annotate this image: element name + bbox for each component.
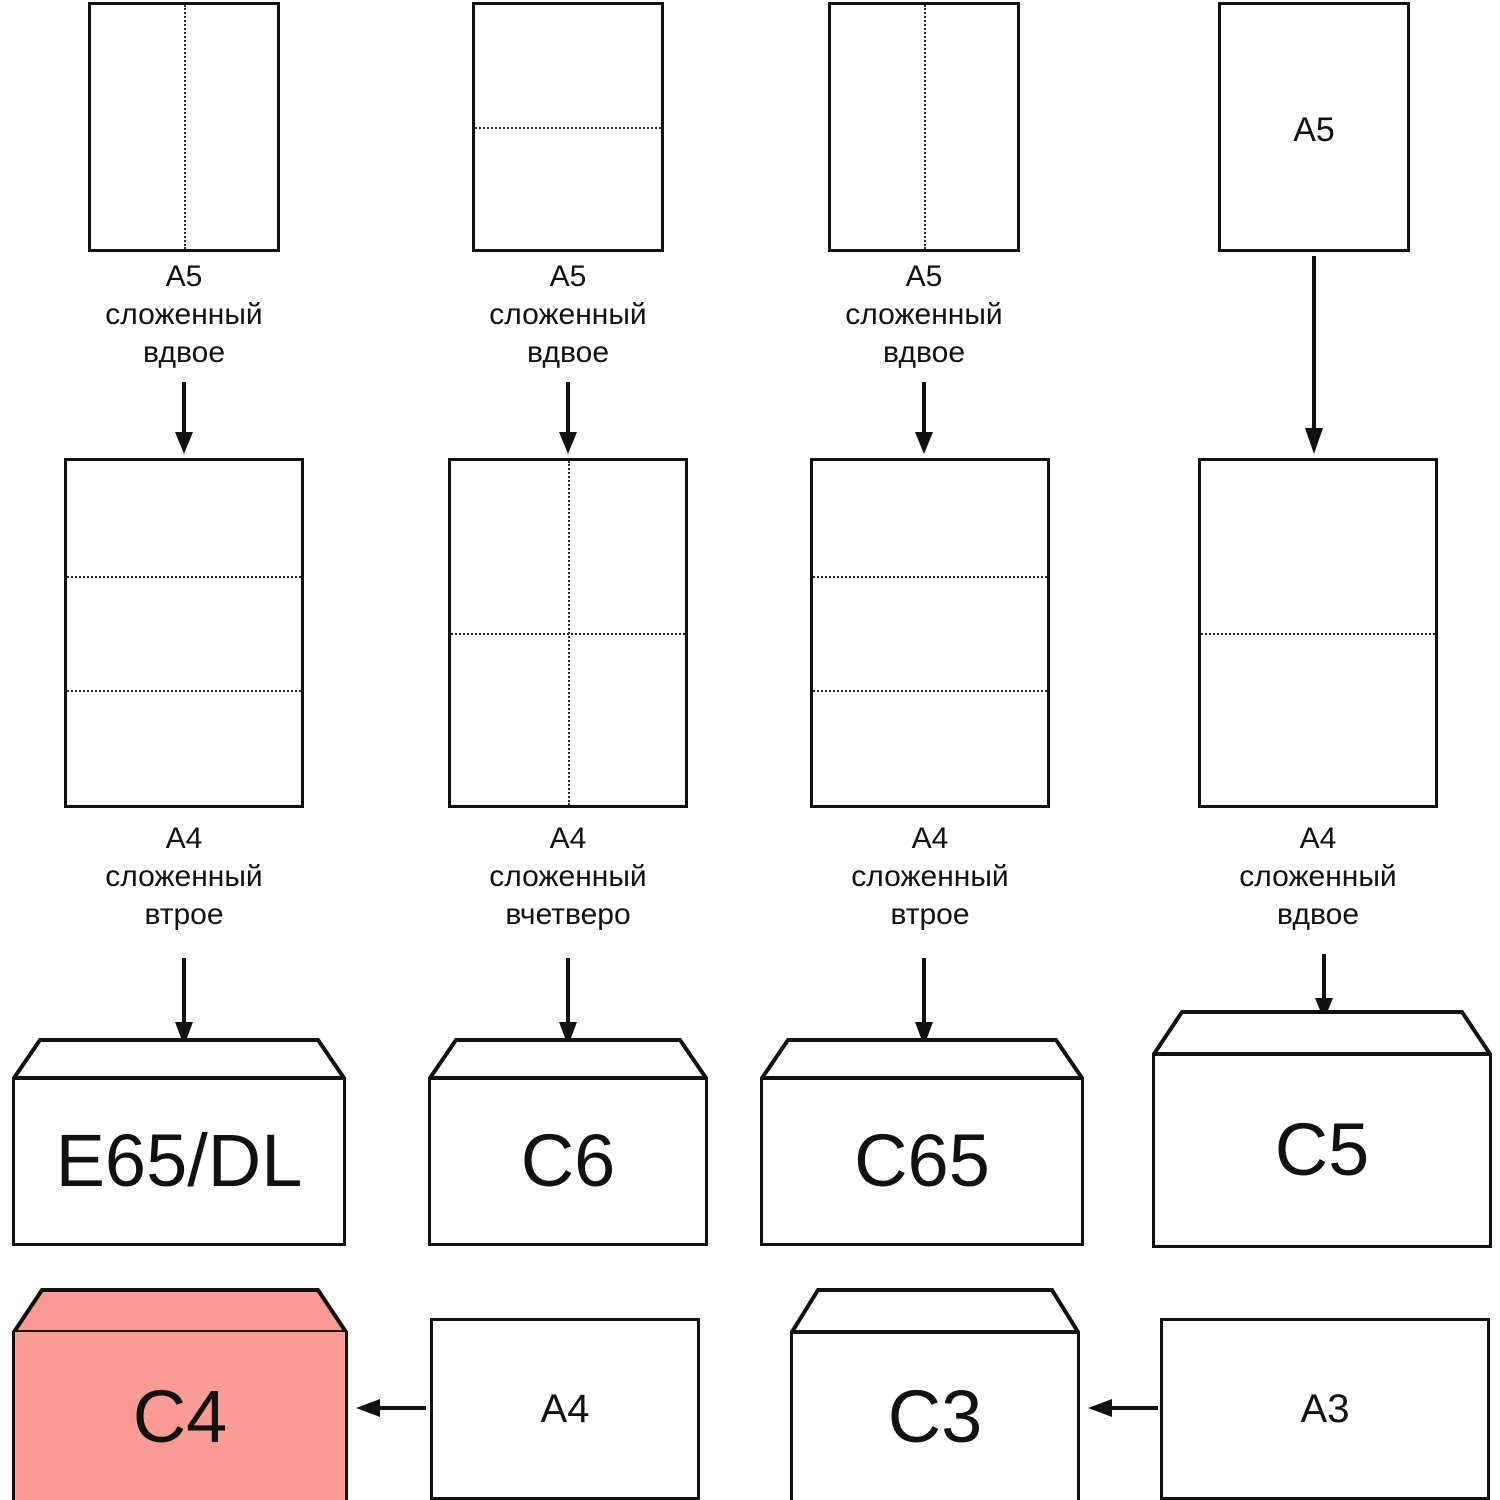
envelope-body: E65/DL: [12, 1078, 346, 1246]
sheet-a4-col2: [448, 458, 688, 808]
envelope-flap: [428, 1038, 708, 1080]
envelope-flap: [1152, 1010, 1492, 1056]
envelope-body: C5: [1152, 1054, 1492, 1248]
sheet-a5-col4: A5: [1218, 2, 1410, 252]
envelope-flap: [12, 1288, 348, 1334]
arrow-down-icon: [1301, 256, 1327, 454]
caption-a4-col3: A4 сложенный втрое: [851, 822, 1009, 932]
envelope-c6: C6: [428, 1038, 708, 1246]
envelope-c3: C3: [790, 1288, 1080, 1500]
arrow-down-icon: [911, 958, 937, 1046]
arrow-left-icon: [356, 1395, 426, 1421]
envelope-flap: [790, 1288, 1080, 1334]
sheet-a4-col4: [1198, 458, 1438, 808]
envelope-body: C4: [12, 1332, 348, 1500]
envelope-flap: [760, 1038, 1084, 1080]
caption-a4-col4: A4 сложенный вдвое: [1239, 822, 1397, 932]
caption-a4-col1: A4 сложенный втрое: [105, 822, 263, 932]
envelope-body: C65: [760, 1078, 1084, 1246]
sheet-label-a3: A3: [1300, 1386, 1350, 1431]
arrow-down-icon: [555, 382, 581, 454]
caption-a4-col2: A4 сложенный вчетверо: [489, 822, 647, 932]
sheet-a4-col1: [64, 458, 304, 808]
fold-line-horizontal: [813, 575, 1047, 578]
sheet-a5-col2: [472, 2, 664, 252]
fold-line-horizontal: [475, 127, 661, 129]
arrow-down-icon: [555, 958, 581, 1046]
arrow-left-icon: [1088, 1395, 1158, 1421]
fold-line-horizontal: [1201, 633, 1435, 635]
arrow-down-icon: [171, 958, 197, 1046]
sheet-a5-col1: [88, 2, 280, 252]
caption-a5-col2: A5 сложенный вдвое: [489, 260, 647, 370]
sheet-a4-col3: [810, 458, 1050, 808]
envelope-label: C65: [854, 1118, 990, 1202]
envelope-c5: C5: [1152, 1010, 1492, 1248]
envelope-body: C3: [790, 1332, 1080, 1500]
fold-line-vertical: [184, 5, 186, 249]
envelope-label: C3: [887, 1374, 983, 1458]
envelope-c65: C65: [760, 1038, 1084, 1246]
arrow-down-icon: [911, 382, 937, 454]
fold-line-horizontal: [451, 633, 685, 635]
caption-a5-col3: A5 сложенный вдвое: [845, 260, 1003, 370]
envelope-e65-dl: E65/DL: [12, 1038, 346, 1246]
sheet-label-a4: A4: [540, 1386, 590, 1431]
caption-a5-col1: A5 сложенный вдвое: [105, 260, 263, 370]
fold-line-vertical: [924, 5, 926, 249]
sheet-a4-bottom: A4: [430, 1318, 700, 1500]
envelope-flap: [12, 1038, 346, 1080]
sheet-a5-col3: [828, 2, 1020, 252]
envelope-body: C6: [428, 1078, 708, 1246]
envelope-label: C6: [520, 1118, 616, 1202]
sheet-label-a5: A5: [1293, 111, 1335, 149]
arrow-down-icon: [1311, 954, 1337, 1020]
envelope-label: E65/DL: [55, 1118, 303, 1202]
sheet-a3-bottom: A3: [1160, 1318, 1490, 1500]
arrow-down-icon: [171, 382, 197, 454]
fold-line-horizontal: [813, 690, 1047, 693]
fold-line-horizontal: [67, 575, 301, 578]
fold-line-horizontal: [67, 690, 301, 693]
envelope-c4-highlighted: C4: [12, 1288, 348, 1500]
envelope-label: C5: [1274, 1107, 1370, 1191]
envelope-label: C4: [132, 1374, 228, 1458]
